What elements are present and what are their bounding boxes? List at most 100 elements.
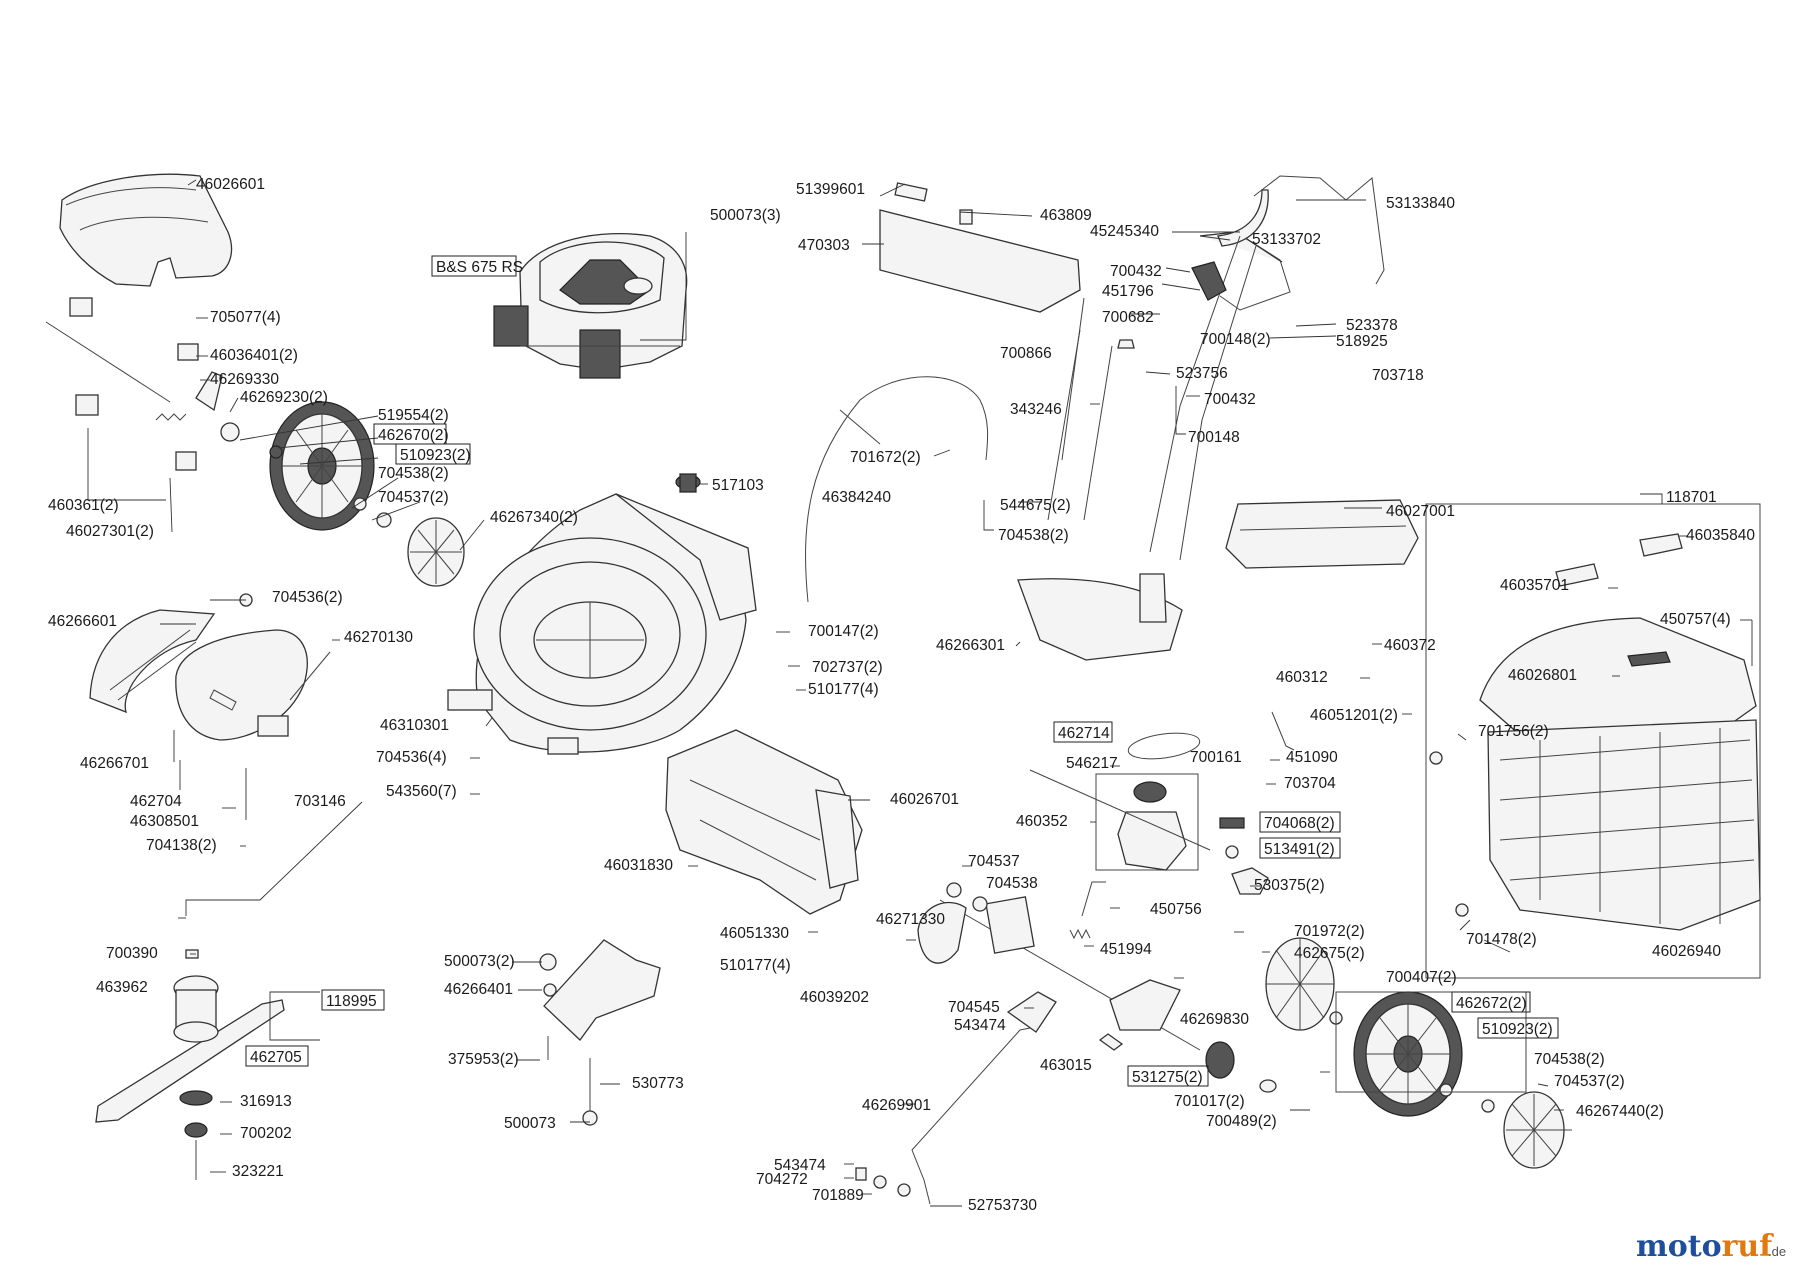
label-700432b: 700432	[1204, 391, 1256, 408]
label-463809: 463809	[1040, 207, 1092, 224]
boxed-462705: 462705	[245, 1045, 309, 1067]
label-510177-4b: 510177(4)	[720, 957, 791, 974]
label-700489-2: 700489(2)	[1206, 1113, 1277, 1130]
label-343246: 343246	[1010, 401, 1062, 418]
label-46270130: 46270130	[344, 629, 413, 646]
label-704538: 704538	[986, 875, 1038, 892]
label-705077-4: 705077(4)	[210, 309, 281, 326]
boxed-text-2: 462714	[1058, 725, 1110, 742]
label-375953-2: 375953(2)	[448, 1051, 519, 1068]
label-518925: 518925	[1336, 333, 1388, 350]
front-cover	[665, 729, 863, 915]
label-46308501: 46308501	[130, 813, 199, 830]
motoruf-logo: motoruf .de	[1636, 1229, 1786, 1264]
label-703718: 703718	[1372, 367, 1424, 384]
boxed-118995: 118995	[321, 989, 385, 1011]
label-543474b: 543474	[774, 1157, 826, 1174]
boxed-510923-2a: 510923(2)	[395, 443, 471, 465]
label-530773: 530773	[632, 1075, 684, 1092]
label-704536-2: 704536(2)	[272, 589, 343, 606]
boxed-text-7: 531275(2)	[1132, 1069, 1203, 1086]
logo-text-accent: ruf	[1722, 1229, 1775, 1264]
label-702737-2: 702737(2)	[812, 659, 883, 676]
label-703704: 703704	[1284, 775, 1336, 792]
label-701672-2: 701672(2)	[850, 449, 921, 466]
label-700148: 700148	[1188, 429, 1240, 446]
logo-text-primary: moto	[1636, 1229, 1722, 1264]
label-51399601: 51399601	[796, 181, 865, 198]
label-45245340: 45245340	[1090, 223, 1159, 240]
label-701972-2: 701972(2)	[1294, 923, 1365, 940]
label-500073-3: 500073(3)	[710, 207, 781, 224]
label-700407-2: 700407(2)	[1386, 969, 1457, 986]
label-530375-2: 530375(2)	[1254, 877, 1325, 894]
label-46035840: 46035840	[1686, 527, 1755, 544]
boxed-462670-2: 462670(2)	[373, 423, 449, 445]
engine	[493, 233, 688, 379]
label-704538-2b: 704538(2)	[998, 527, 1069, 544]
label-46027301-2: 46027301(2)	[66, 523, 154, 540]
label-523378: 523378	[1346, 317, 1398, 334]
label-451090: 451090	[1286, 749, 1338, 766]
label-46269830: 46269830	[1180, 1011, 1249, 1028]
boxed-704068-2: 704068(2)	[1259, 811, 1341, 833]
rear-shield	[1225, 499, 1419, 569]
label-53133840: 53133840	[1386, 195, 1455, 212]
label-46269330: 46269330	[210, 371, 279, 388]
label-500073-2: 500073(2)	[444, 953, 515, 970]
label-46266701: 46266701	[80, 755, 149, 772]
label-450756: 450756	[1150, 901, 1202, 918]
label-53133702: 53133702	[1252, 231, 1321, 248]
label-704545: 704545	[948, 999, 1000, 1016]
boxed-text-5: 462672(2)	[1456, 995, 1527, 1012]
label-46026601: 46026601	[196, 176, 265, 193]
boxed-text-0: 462670(2)	[378, 427, 449, 444]
label-46269230-2: 46269230(2)	[240, 389, 328, 406]
label-704537-2a: 704537(2)	[378, 489, 449, 506]
boxed-text-1: 510923(2)	[400, 447, 471, 464]
label-700161: 700161	[1190, 749, 1242, 766]
label-700390: 700390	[106, 945, 158, 962]
label-704538-2a: 704538(2)	[378, 465, 449, 482]
label-517103: 517103	[712, 477, 764, 494]
blade-assembly	[95, 975, 285, 1180]
label-462704: 462704	[130, 793, 182, 810]
label-704537: 704537	[968, 853, 1020, 870]
leader-lines	[87, 179, 1752, 1207]
label-462675-2: 462675(2)	[1294, 945, 1365, 962]
label-544675-2: 544675(2)	[1000, 497, 1071, 514]
boxed-462672-2: 462672(2)	[1451, 991, 1531, 1013]
boxed-text-8: 118995	[326, 993, 377, 1010]
lower-handle	[805, 376, 989, 603]
label-46031830: 46031830	[604, 857, 673, 874]
label-700432a: 700432	[1110, 263, 1162, 280]
grass-bag-cover	[879, 209, 1081, 313]
label-700682: 700682	[1102, 309, 1154, 326]
label-704538-2c: 704538(2)	[1534, 1051, 1605, 1068]
label-704138-2: 704138(2)	[146, 837, 217, 854]
label-323221: 323221	[232, 1163, 284, 1180]
boxed-462714: 462714	[1053, 721, 1113, 743]
label-46035701: 46035701	[1500, 577, 1569, 594]
boxed-engine-label: B&S 675 RS	[431, 255, 523, 277]
label-700147-2: 700147(2)	[808, 623, 879, 640]
label-46051201-2: 46051201(2)	[1310, 707, 1398, 724]
label-700148-2: 700148(2)	[1200, 331, 1271, 348]
label-460352: 460352	[1016, 813, 1068, 830]
label-700202: 700202	[240, 1125, 292, 1142]
mulch-plug	[543, 939, 661, 1041]
boxed-labels: B&S 675 RS 462670(2) 510923(2) 462714 70…	[245, 255, 1559, 1087]
label-118701: 118701	[1666, 489, 1717, 506]
label-451994: 451994	[1100, 941, 1152, 958]
grass-catcher-frame	[1425, 503, 1761, 979]
label-519554-2: 519554(2)	[378, 407, 449, 424]
engine-label: B&S 675 RS	[436, 259, 523, 276]
label-46026940: 46026940	[1652, 943, 1721, 960]
part-drawings	[45, 173, 1761, 1205]
logo-text: motoruf	[1636, 1229, 1774, 1264]
label-460312: 460312	[1276, 669, 1328, 686]
mower-deck	[447, 493, 757, 755]
front-wheel-right	[1353, 991, 1463, 1117]
drive-belt	[1127, 732, 1201, 760]
